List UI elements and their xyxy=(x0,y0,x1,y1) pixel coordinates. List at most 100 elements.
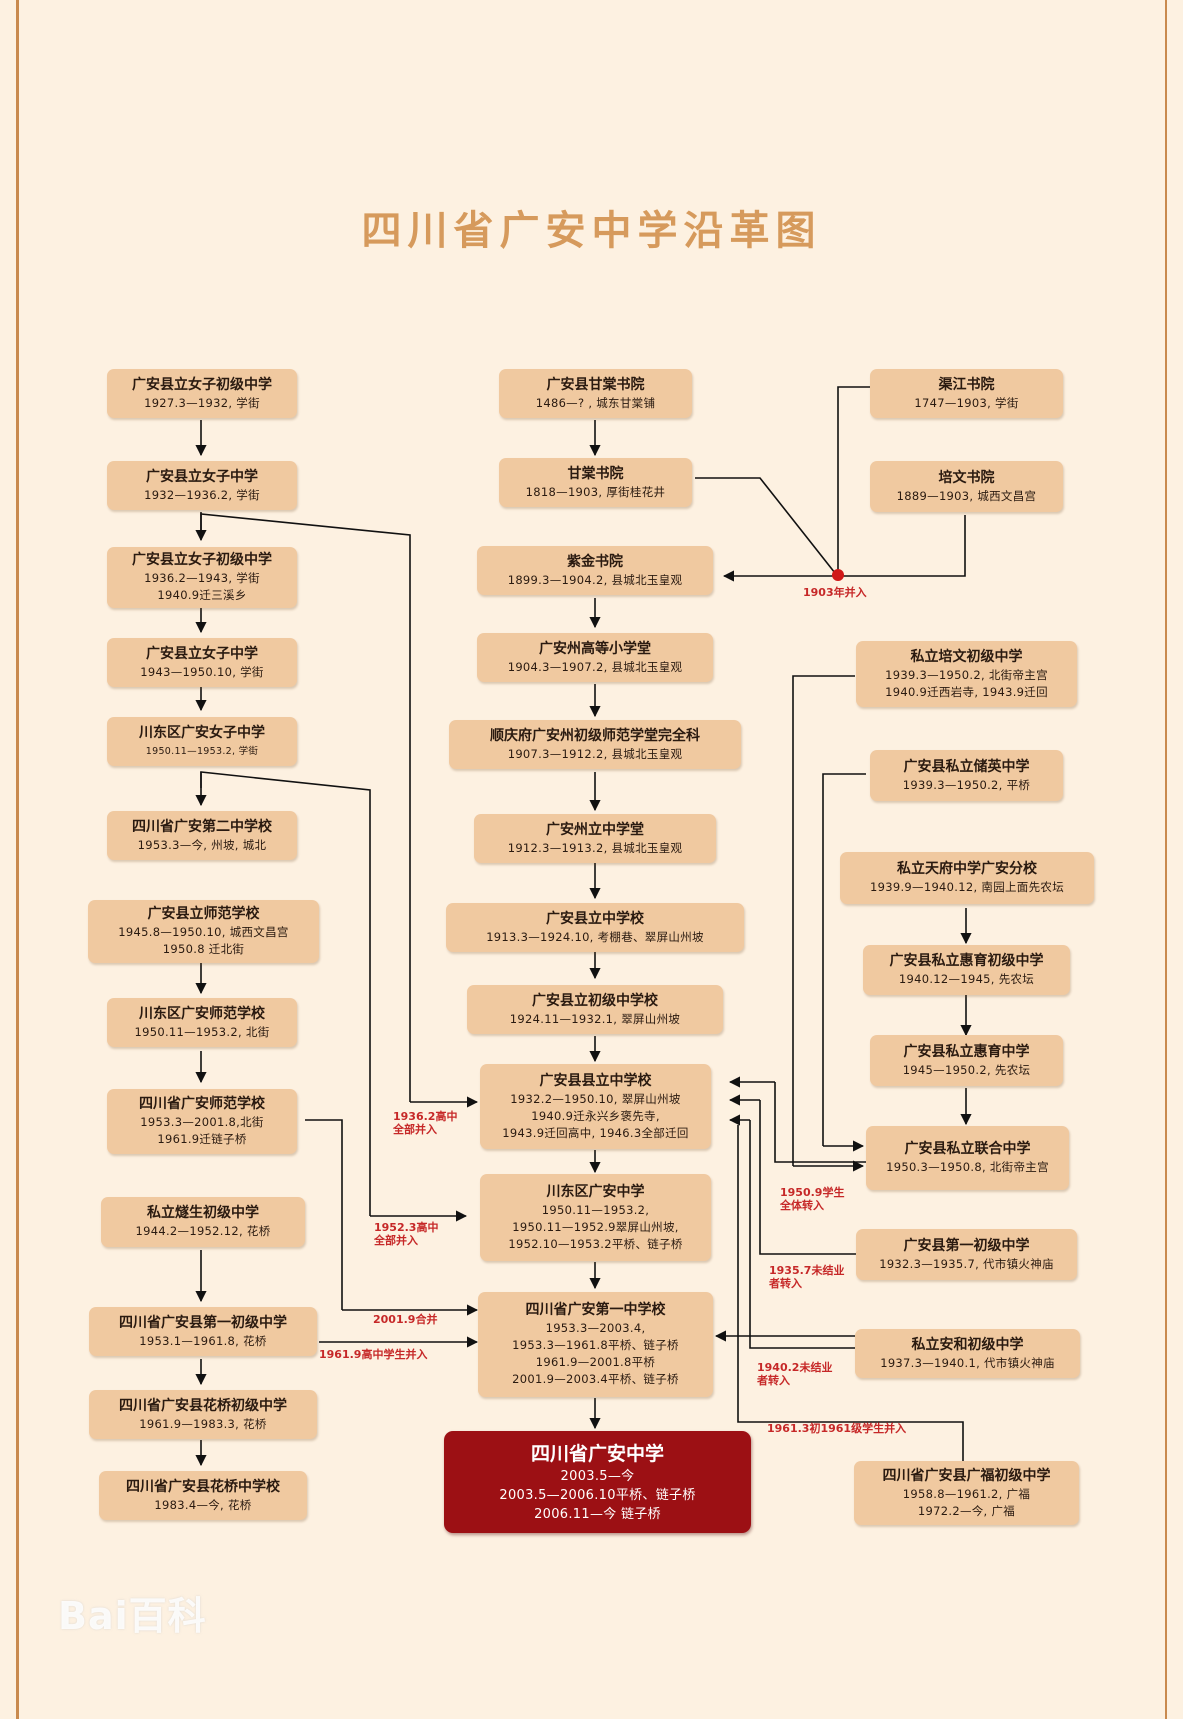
node-name: 广安县甘棠书院 xyxy=(546,376,645,393)
box-center-05: 顺庆府广安州初级师范学堂完全科 1907.3—1912.2, 县城北玉皇观 xyxy=(449,720,741,769)
node-name: 四川省广安县第一初级中学 xyxy=(119,1314,287,1331)
node-name: 川东区广安中学 xyxy=(546,1183,645,1200)
node-detail: 1932.3—1935.7, 代市镇火神庙 xyxy=(879,1256,1054,1271)
node-name: 广安州立中学堂 xyxy=(546,821,644,838)
node-detail: 1747—1903, 学街 xyxy=(914,395,1019,410)
node-name: 私立培文初级中学 xyxy=(910,648,1023,665)
node-detail: 1940.9迁西岩寺, 1943.9迁回 xyxy=(885,684,1048,699)
node-name: 四川省广安师范学校 xyxy=(139,1096,265,1112)
node-detail: 1940.12—1945, 先农坛 xyxy=(898,972,1035,986)
node-detail: 1952.10—1953.2平桥、链子桥 xyxy=(508,1236,683,1251)
box-center-06: 广安州立中学堂 1912.3—1913.2, 县城北玉皇观 xyxy=(474,814,716,863)
node-detail: 1899.3—1904.2, 县城北玉皇观 xyxy=(507,572,683,587)
box-right-10: 私立安和初级中学 1937.3—1940.1, 代市镇火神庙 xyxy=(855,1329,1080,1378)
box-right-05: 私立天府中学广安分校 1939.9—1940.12, 南园上面先农坛 xyxy=(840,852,1094,904)
node-detail: 1945—1950.2, 先农坛 xyxy=(902,1062,1031,1077)
node-detail: 1953.3—今, 州坡, 城北 xyxy=(137,837,267,852)
node-name: 四川省广安中学 xyxy=(530,1442,664,1465)
node-detail: 1940.9迁三溪乡 xyxy=(157,588,247,602)
annotation-1935-7: 1935.7未结业 者转入 xyxy=(769,1264,845,1290)
annotation-1936: 1936.2高中 全部并入 xyxy=(393,1110,458,1136)
node-name: 渠江书院 xyxy=(938,376,995,393)
node-detail: 1907.3—1912.2, 县城北玉皇观 xyxy=(507,746,683,761)
box-right-01: 渠江书院 1747—1903, 学街 xyxy=(870,369,1063,418)
box-left-03: 广安县立女子初级中学 1936.2—1943, 学街 1940.9迁三溪乡 xyxy=(107,547,297,608)
node-detail: 1972.2—今, 广福 xyxy=(917,1503,1016,1518)
annotation-1950-9: 1950.9学生 全体转入 xyxy=(780,1186,845,1212)
node-name: 广安县立师范学校 xyxy=(147,906,260,922)
node-detail: 2003.5—今 xyxy=(560,1468,635,1484)
node-detail: 1913.3—1924.10, 考棚巷、翠屏山州坡 xyxy=(486,929,704,944)
box-final-school: 四川省广安中学 2003.5—今 2003.5—2006.10平桥、链子桥 20… xyxy=(444,1431,751,1533)
node-detail: 1983.4—今, 花桥 xyxy=(154,1497,252,1512)
box-left-12: 四川省广安县花桥初级中学 1961.9—1983.3, 花桥 xyxy=(89,1390,317,1439)
node-detail: 1950.11—1953.2, xyxy=(541,1202,650,1217)
box-right-09: 广安县第一初级中学 1932.3—1935.7, 代市镇火神庙 xyxy=(856,1229,1077,1280)
node-detail: 2006.11—今 链子桥 xyxy=(534,1506,661,1522)
node-detail: 1943—1950.10, 学街 xyxy=(140,664,264,679)
node-detail: 1950.11—1953.2, 学街 xyxy=(145,745,259,757)
node-detail: 1889—1903, 城西文昌宫 xyxy=(896,488,1037,503)
node-name: 广安县私立联合中学 xyxy=(904,1141,1031,1157)
node-name: 四川省广安第一中学校 xyxy=(525,1302,666,1318)
node-name: 甘棠书院 xyxy=(567,465,624,482)
box-left-09: 四川省广安师范学校 1953.3—2001.8,北街 1961.9迁链子桥 xyxy=(107,1089,297,1154)
box-center-11: 四川省广安第一中学校 1953.3—2003.4, 1953.3—1961.8平… xyxy=(478,1292,713,1397)
node-name: 广安县立女子中学 xyxy=(146,468,258,485)
node-detail: 1961.9—1983.3, 花桥 xyxy=(139,1416,267,1431)
box-center-04: 广安州高等小学堂 1904.3—1907.2, 县城北玉皇观 xyxy=(477,633,713,682)
annotation-1961-3: 1961.3初1961级学生并入 xyxy=(767,1422,907,1435)
node-detail: 1961.9迁链子桥 xyxy=(157,1132,247,1146)
node-detail: 1953.3—1961.8平桥、链子桥 xyxy=(512,1338,679,1352)
node-detail: 1939.3—1950.2, 平桥 xyxy=(902,777,1031,792)
node-name: 广安县私立储英中学 xyxy=(903,758,1030,775)
node-name: 广安县立初级中学校 xyxy=(532,992,658,1009)
node-name: 广安县立女子中学 xyxy=(146,645,258,662)
annotation-1903: 1903年并入 xyxy=(803,586,867,599)
node-detail: 1940.9迁永兴乡褒先寺, xyxy=(531,1108,660,1123)
box-left-11: 四川省广安县第一初级中学 1953.1—1961.8, 花桥 xyxy=(89,1307,317,1356)
node-name: 川东区广安师范学校 xyxy=(139,1005,265,1022)
baidu-watermark: Bai百科 xyxy=(58,1594,207,1638)
annotation-2001: 2001.9合并 xyxy=(373,1313,438,1326)
box-left-07: 广安县立师范学校 1945.8—1950.10, 城西文昌宫 1950.8 迁北… xyxy=(88,900,319,963)
box-left-05: 川东区广安女子中学 1950.11—1953.2, 学街 xyxy=(107,717,297,766)
node-name: 培文书院 xyxy=(938,469,995,486)
node-detail: 1936.2—1943, 学街 xyxy=(144,571,260,585)
node-detail: 1950.11—1953.2, 北街 xyxy=(134,1024,270,1039)
node-detail: 1943.9迁回高中, 1946.3全部迁回 xyxy=(502,1125,689,1140)
annotation-1961-9: 1961.9高中学生并入 xyxy=(319,1348,428,1361)
left-border xyxy=(16,0,19,1719)
box-right-08: 广安县私立联合中学 1950.3—1950.8, 北街帝主宫 xyxy=(866,1126,1069,1190)
box-right-11: 四川省广安县广福初级中学 1958.8—1961.2, 广福 1972.2—今,… xyxy=(854,1461,1079,1525)
node-name: 四川省广安县花桥初级中学 xyxy=(119,1397,287,1414)
node-name: 四川省广安县广福初级中学 xyxy=(882,1467,1051,1484)
page-title: 四川省广安中学沿革图 xyxy=(361,207,822,254)
node-name: 紫金书院 xyxy=(567,553,623,570)
box-center-02: 甘棠书院 1818—1903, 厚街桂花井 xyxy=(499,458,692,507)
merge-dot xyxy=(832,569,844,581)
node-name: 广安县立中学校 xyxy=(546,910,644,927)
node-name: 广安县私立惠育初级中学 xyxy=(889,953,1044,969)
node-detail: 1939.3—1950.2, 北街帝主宫 xyxy=(885,667,1048,682)
box-left-02: 广安县立女子中学 1932—1936.2, 学街 xyxy=(107,461,297,510)
node-detail: 1958.8—1961.2, 广福 xyxy=(902,1486,1031,1501)
annotation-1952: 1952.3高中 全部并入 xyxy=(374,1221,439,1247)
node-name: 广安县县立中学校 xyxy=(539,1072,652,1089)
right-border xyxy=(1165,0,1167,1719)
node-detail: 2001.9—2003.4平桥、链子桥 xyxy=(512,1372,679,1386)
node-detail: 1937.3—1940.1, 代市镇火神庙 xyxy=(880,1355,1055,1370)
node-detail: 1912.3—1913.2, 县城北玉皇观 xyxy=(507,840,683,855)
node-name: 广安县立女子初级中学 xyxy=(132,552,272,568)
node-detail: 1961.9—2001.8平桥 xyxy=(535,1355,656,1369)
box-left-01: 广安县立女子初级中学 1927.3—1932, 学街 xyxy=(107,369,297,418)
node-detail: 1953.3—2001.8,北街 xyxy=(140,1115,264,1129)
box-right-07: 广安县私立惠育中学 1945—1950.2, 先农坛 xyxy=(870,1035,1063,1086)
box-left-08: 川东区广安师范学校 1950.11—1953.2, 北街 xyxy=(107,998,297,1047)
node-detail: 2003.5—2006.10平桥、链子桥 xyxy=(499,1487,696,1503)
box-center-01: 广安县甘棠书院 1486—? , 城东甘棠铺 xyxy=(499,369,692,418)
node-name: 广安县第一初级中学 xyxy=(903,1237,1030,1254)
box-right-06: 广安县私立惠育初级中学 1940.12—1945, 先农坛 xyxy=(863,945,1070,995)
node-name: 四川省广安第二中学校 xyxy=(132,818,272,835)
